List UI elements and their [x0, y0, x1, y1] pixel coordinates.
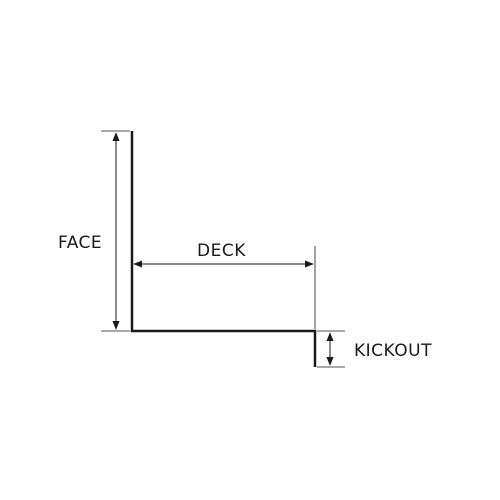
- face-label: FACE: [58, 233, 102, 253]
- profile-outline: [130, 131, 317, 367]
- kickout-label: KICKOUT: [354, 341, 432, 361]
- deck-label: DECK: [197, 241, 246, 261]
